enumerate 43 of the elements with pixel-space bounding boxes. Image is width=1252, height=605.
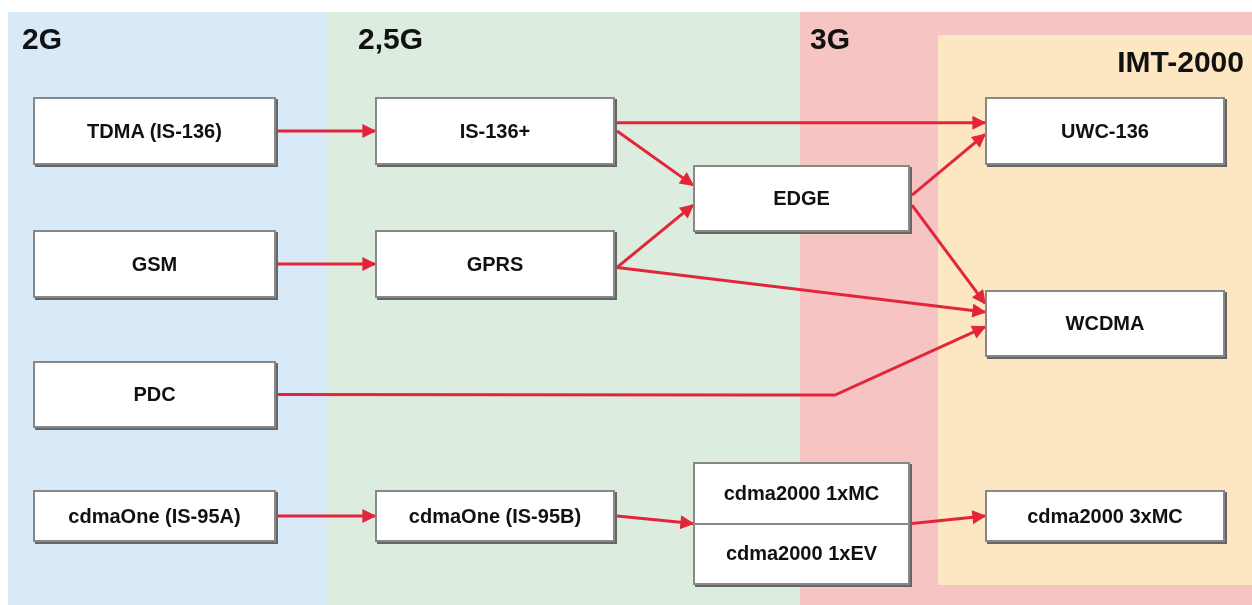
arrow (911, 510, 987, 525)
arrow (278, 325, 987, 397)
technology-box (985, 290, 1225, 357)
arrow (278, 257, 377, 271)
technology-label: cdma2000 1xMC (722, 480, 881, 506)
technology-label: cdma2000 3xMC (1026, 503, 1184, 529)
arrow (278, 509, 377, 523)
arrow (616, 265, 987, 318)
arrow (616, 129, 695, 187)
technology-label: GPRS (465, 251, 525, 277)
band-title: 3G (810, 22, 851, 56)
technology-label: TDMA (IS-136) (86, 118, 223, 144)
technology-box (985, 97, 1225, 165)
technology-label: cdma2000 1xEV (695, 522, 908, 583)
arrow (911, 133, 987, 197)
band-title: 2,5G (358, 22, 424, 56)
technology-label: GSM (130, 251, 179, 277)
technology-label: UWC-136 (1060, 118, 1150, 144)
technology-label: cdmaOne (IS-95A) (67, 503, 242, 529)
generation-band (938, 35, 1252, 585)
technology-label: PDC (132, 382, 177, 407)
technology-box (33, 230, 276, 298)
arrow (278, 124, 377, 138)
generation-band (8, 12, 328, 605)
arrow (616, 514, 695, 530)
technology-box (33, 97, 276, 165)
technology-box (375, 97, 615, 165)
technology-box (693, 462, 910, 585)
technology-label: EDGE (772, 186, 831, 211)
technology-label: IS-136+ (458, 118, 532, 144)
band-title: IMT-2000 (1117, 45, 1244, 79)
technology-box (375, 230, 615, 298)
technology-box (375, 490, 615, 542)
technology-label: WCDMA (1064, 311, 1146, 336)
arrow (617, 115, 987, 130)
technology-box (33, 361, 276, 428)
technology-box (693, 165, 910, 232)
technology-label: cdmaOne (IS-95B) (407, 503, 583, 529)
arrow (616, 204, 695, 269)
technology-box (985, 490, 1225, 542)
arrow (910, 204, 987, 305)
technology-box (33, 490, 276, 542)
band-title: 2G (22, 22, 63, 56)
